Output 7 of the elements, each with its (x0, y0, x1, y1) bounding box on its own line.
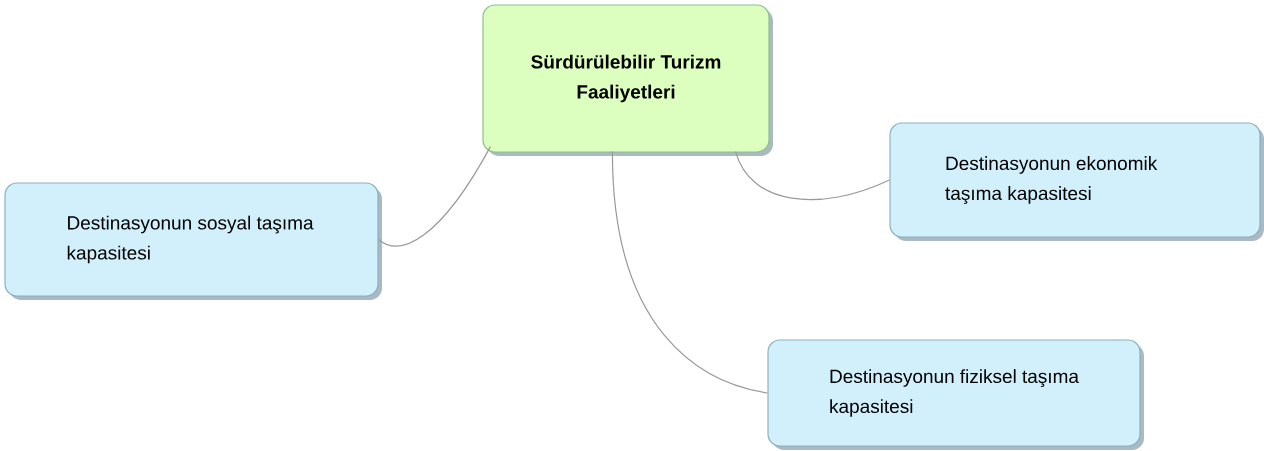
connector-line (611, 151, 768, 394)
topic-box: Sürdürülebilir Turizm Faaliyetleri (482, 4, 773, 156)
subtopic-box: Destinasyonun ekonomik taşıma kapasitesi (889, 122, 1264, 241)
subtopic-box: Destinasyonun fiziksel taşıma kapasitesi (767, 339, 1144, 450)
connector-line (378, 146, 491, 247)
subtopic-box: Destinasyonun sosyal taşıma kapasitesi (4, 182, 382, 300)
connector-line (735, 151, 890, 201)
